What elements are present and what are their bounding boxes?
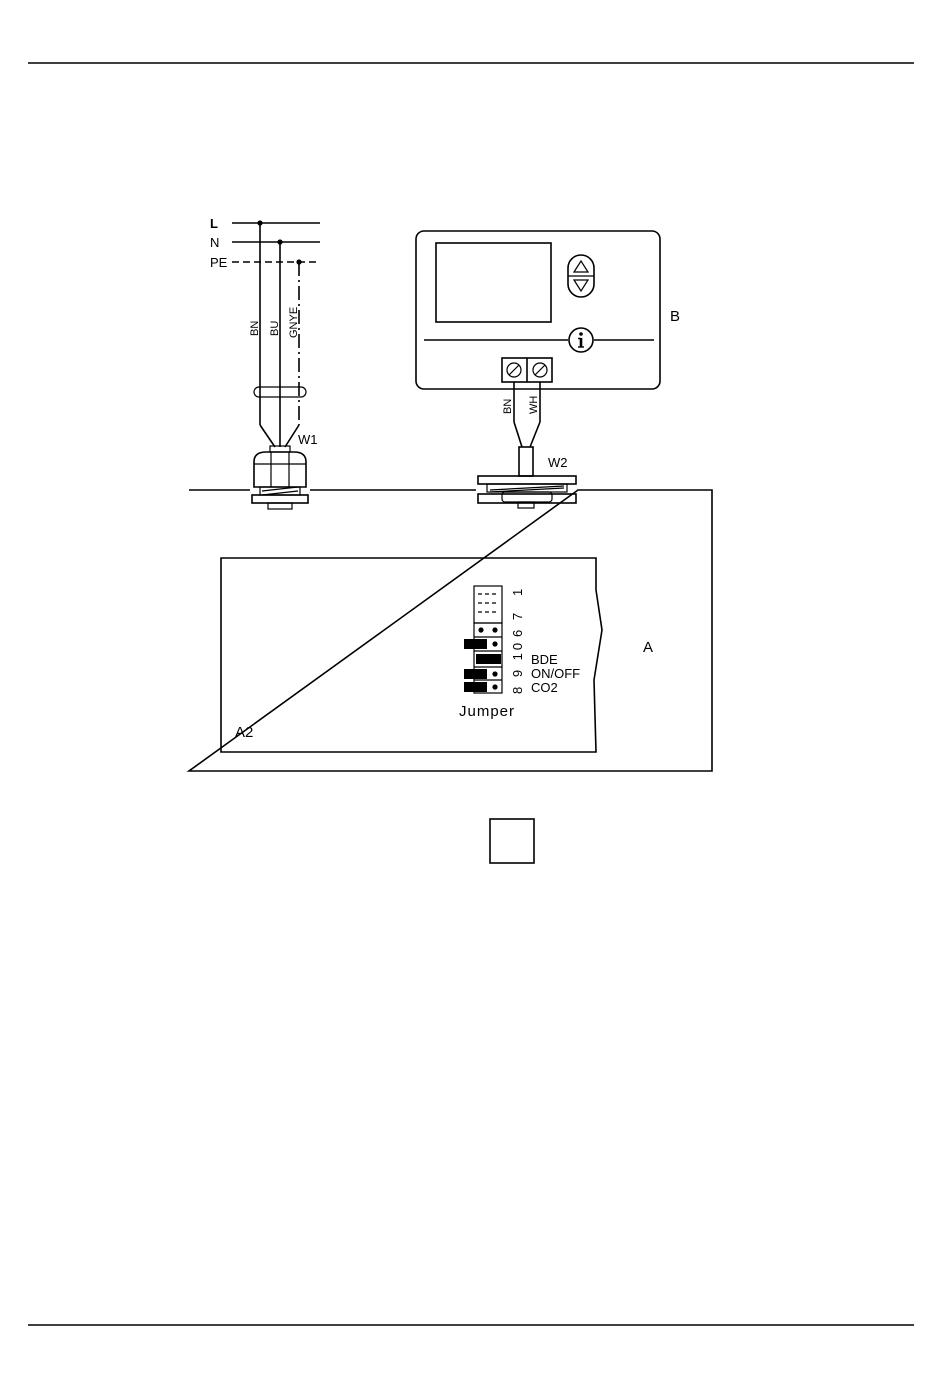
pin-numbers-6-7: 6 7 xyxy=(510,610,525,637)
wire-label-gnye: GNYE xyxy=(288,307,300,338)
cable-w2: BN WH W2 xyxy=(478,382,576,508)
cable-jacket-w2 xyxy=(519,447,533,476)
jumper-bridge-on-off[interactable] xyxy=(476,654,501,664)
jumper-title: Jumper xyxy=(459,703,515,720)
supply-label-pe: PE xyxy=(210,255,228,270)
cable-label-w2: W2 xyxy=(548,455,568,470)
cable-label-w1: W1 xyxy=(298,432,318,447)
jumper-bridge-co2-1[interactable] xyxy=(464,669,487,679)
cable-w1: BN BU GNYE W1 xyxy=(249,223,318,509)
supply-label-l: L xyxy=(210,216,218,231)
controller-b: B xyxy=(416,231,680,389)
label-b: B xyxy=(670,308,680,325)
cable-gland-w1 xyxy=(252,446,308,509)
supply-label-n: N xyxy=(210,235,219,250)
controller-terminals xyxy=(502,358,552,382)
jumper-setting-on-off: ON/OFF xyxy=(531,666,580,681)
label-a2: A2 xyxy=(235,724,253,741)
jumper-header xyxy=(464,586,502,693)
pin-number-1: 1 xyxy=(510,589,525,596)
figure-number-box xyxy=(490,819,534,863)
wire-label-bn: BN xyxy=(249,321,261,336)
pin-numbers-8-10: 8 9 10 xyxy=(510,640,525,694)
jumper-setting-bde: BDE xyxy=(531,652,558,667)
info-icon[interactable] xyxy=(569,328,593,352)
label-a: A xyxy=(643,639,653,656)
cable-gland-w2 xyxy=(478,476,576,508)
jumper-bridge-co2-2[interactable] xyxy=(464,682,487,692)
wire-label-bn-w2: BN xyxy=(502,399,514,414)
wire-label-bu: BU xyxy=(269,321,281,336)
up-triangle-icon[interactable] xyxy=(574,261,588,272)
unit-a: A A2 1 6 7 xyxy=(189,490,712,771)
supply-lines: L N PE xyxy=(210,216,320,270)
controller-housing xyxy=(416,231,660,389)
wire-label-wh: WH xyxy=(528,396,540,414)
unit-a-housing xyxy=(189,490,712,771)
jumper-setting-co2: CO2 xyxy=(531,680,558,695)
jumper-bridge-bde[interactable] xyxy=(464,639,487,649)
down-triangle-icon[interactable] xyxy=(574,280,588,291)
controller-display xyxy=(436,243,551,322)
